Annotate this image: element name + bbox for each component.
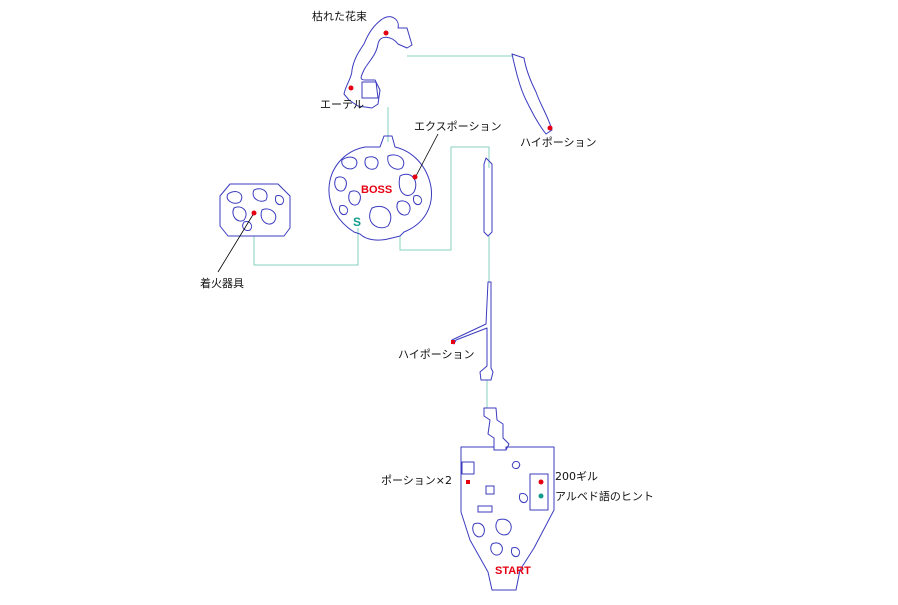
sub-room-west xyxy=(461,461,475,475)
item-markers xyxy=(251,30,553,499)
start-approach-passage xyxy=(483,407,510,451)
boss-marker: BOSS xyxy=(361,184,392,196)
label-hi-potion-east: ハイポーション xyxy=(520,136,597,149)
west-chamber-outline xyxy=(219,183,291,237)
start-marker: START xyxy=(495,565,531,577)
marker-firing-device[interactable] xyxy=(251,210,257,216)
item-labels: 枯れた花束 エーテル エクスポーション ハイポーション 着火器具 ハイポーション… xyxy=(200,9,654,503)
save-point-marker[interactable]: S xyxy=(353,215,361,229)
label-hi-potion-mid: ハイポーション xyxy=(398,348,475,361)
boss-chamber-outline xyxy=(328,135,433,241)
middle-corridor-outline xyxy=(451,281,494,381)
marker-al-bhed-hint[interactable] xyxy=(538,493,544,499)
marker-hi-potion-mid[interactable] xyxy=(451,340,455,344)
marker-ether[interactable] xyxy=(348,85,354,91)
start-area-outline xyxy=(460,446,555,591)
label-withered-bouquet: 枯れた花束 xyxy=(312,9,367,23)
east-winding-passage xyxy=(511,53,553,135)
marker-gil-200[interactable] xyxy=(538,479,544,485)
east-long-room xyxy=(483,157,493,237)
marker-x-potion[interactable] xyxy=(412,174,418,180)
corridor-west xyxy=(253,228,359,266)
label-ether: エーテル xyxy=(320,98,364,111)
corridor-boss-east xyxy=(399,146,490,251)
boss-chamber xyxy=(328,135,433,241)
middle-corridor xyxy=(451,281,494,381)
label-al-bhed-hint: アルベド語のヒント xyxy=(555,489,654,503)
north-winding-cave xyxy=(343,16,413,109)
north-cave-pocket xyxy=(361,81,379,99)
start-area xyxy=(460,446,555,591)
sub-room-east xyxy=(529,473,549,511)
marker-withered-bouquet[interactable] xyxy=(383,30,389,36)
marker-hi-potion-east[interactable] xyxy=(547,125,553,131)
label-gil-200: 200ギル xyxy=(555,470,598,483)
marker-potion-x2[interactable] xyxy=(466,480,470,484)
label-potion-x2: ポーション×2 xyxy=(381,474,452,487)
label-firing-device: 着火器具 xyxy=(200,276,244,290)
label-x-potion: エクスポーション xyxy=(414,120,501,133)
west-chamber xyxy=(219,183,291,237)
corridors xyxy=(253,55,513,408)
leader-lines xyxy=(217,133,439,273)
